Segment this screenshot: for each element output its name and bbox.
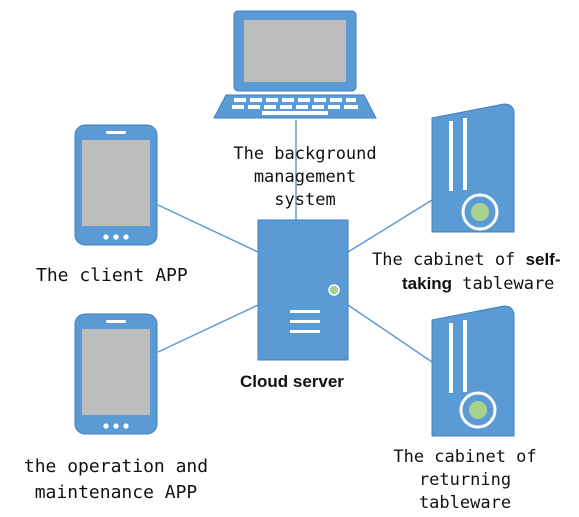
cabinet-icon bbox=[431, 103, 515, 233]
laptop-label-line: system bbox=[274, 190, 336, 210]
phone-icon bbox=[74, 313, 158, 435]
self-taking-label-suffix: tableware bbox=[452, 274, 555, 294]
returning-cabinet-label: The cabinet of returning tableware bbox=[380, 446, 550, 515]
server-label: Cloud server bbox=[240, 372, 344, 391]
connections bbox=[157, 120, 433, 363]
returning-label-line: tableware bbox=[418, 493, 512, 513]
link-server-om-app bbox=[157, 304, 259, 353]
laptop-label: The background management system bbox=[216, 143, 394, 212]
self-taking-label-bold-2: taking bbox=[402, 274, 453, 293]
self-taking-cabinet-label: The cabinet of self- taking tableware bbox=[372, 248, 561, 296]
client-app-label: The client APP bbox=[36, 265, 188, 286]
link-server-self-taking-cabinet bbox=[347, 199, 433, 253]
returning-label-line: returning bbox=[418, 470, 512, 490]
self-taking-label-bold: self- bbox=[525, 250, 561, 269]
om-app-label-line: maintenance APP bbox=[34, 482, 198, 503]
self-taking-label-prefix: The cabinet of bbox=[372, 250, 526, 270]
self-taking-label-line-2: taking tableware bbox=[372, 272, 561, 296]
server-icon bbox=[257, 219, 349, 361]
link-server-client-app bbox=[157, 204, 259, 253]
returning-label-line: The cabinet of bbox=[393, 447, 537, 467]
laptop-label-line: management bbox=[253, 167, 357, 187]
cabinet-icon bbox=[431, 305, 515, 437]
om-app-label: the operation and maintenance APP bbox=[6, 454, 226, 506]
self-taking-label-line-1: The cabinet of self- bbox=[372, 248, 561, 272]
laptop-label-line: The background bbox=[233, 144, 377, 164]
om-app-label-line: the operation and bbox=[23, 456, 209, 477]
phone-icon bbox=[74, 124, 158, 246]
link-server-returning-cabinet bbox=[347, 304, 433, 363]
laptop-icon bbox=[213, 10, 377, 119]
